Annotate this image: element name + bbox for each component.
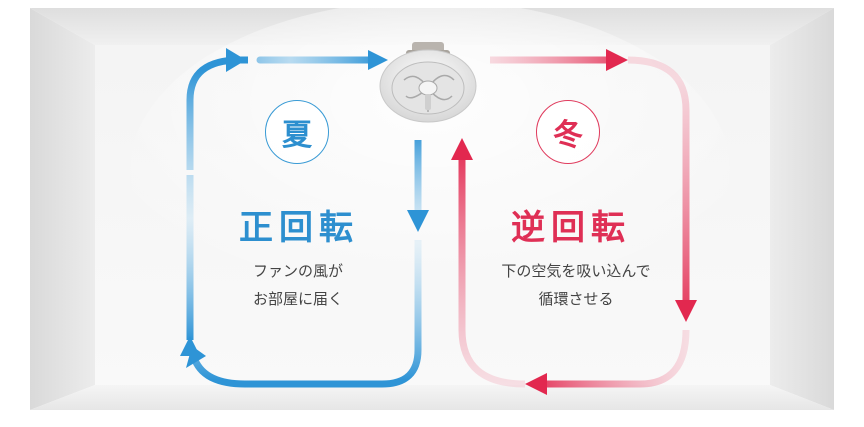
summer-description-line2: お部屋に届く	[252, 290, 343, 308]
summer-season-label: 夏	[282, 118, 312, 153]
winter-season-badge: 冬	[536, 100, 600, 164]
winter-description: 下の空気を吸い込んで 循環させる	[476, 257, 676, 313]
winter-mode-title: 逆回転	[511, 208, 631, 248]
winter-description-line1: 下の空気を吸い込んで	[501, 262, 651, 280]
summer-description: ファンの風が お部屋に届く	[226, 257, 370, 313]
summer-mode-title: 正回転	[239, 208, 359, 248]
ceiling-fan-icon	[379, 42, 477, 123]
winter-description-line2: 循環させる	[538, 290, 614, 308]
summer-description-line1: ファンの風が	[252, 262, 343, 280]
winter-season-label: 冬	[553, 118, 583, 153]
summer-season-badge: 夏	[265, 100, 329, 164]
